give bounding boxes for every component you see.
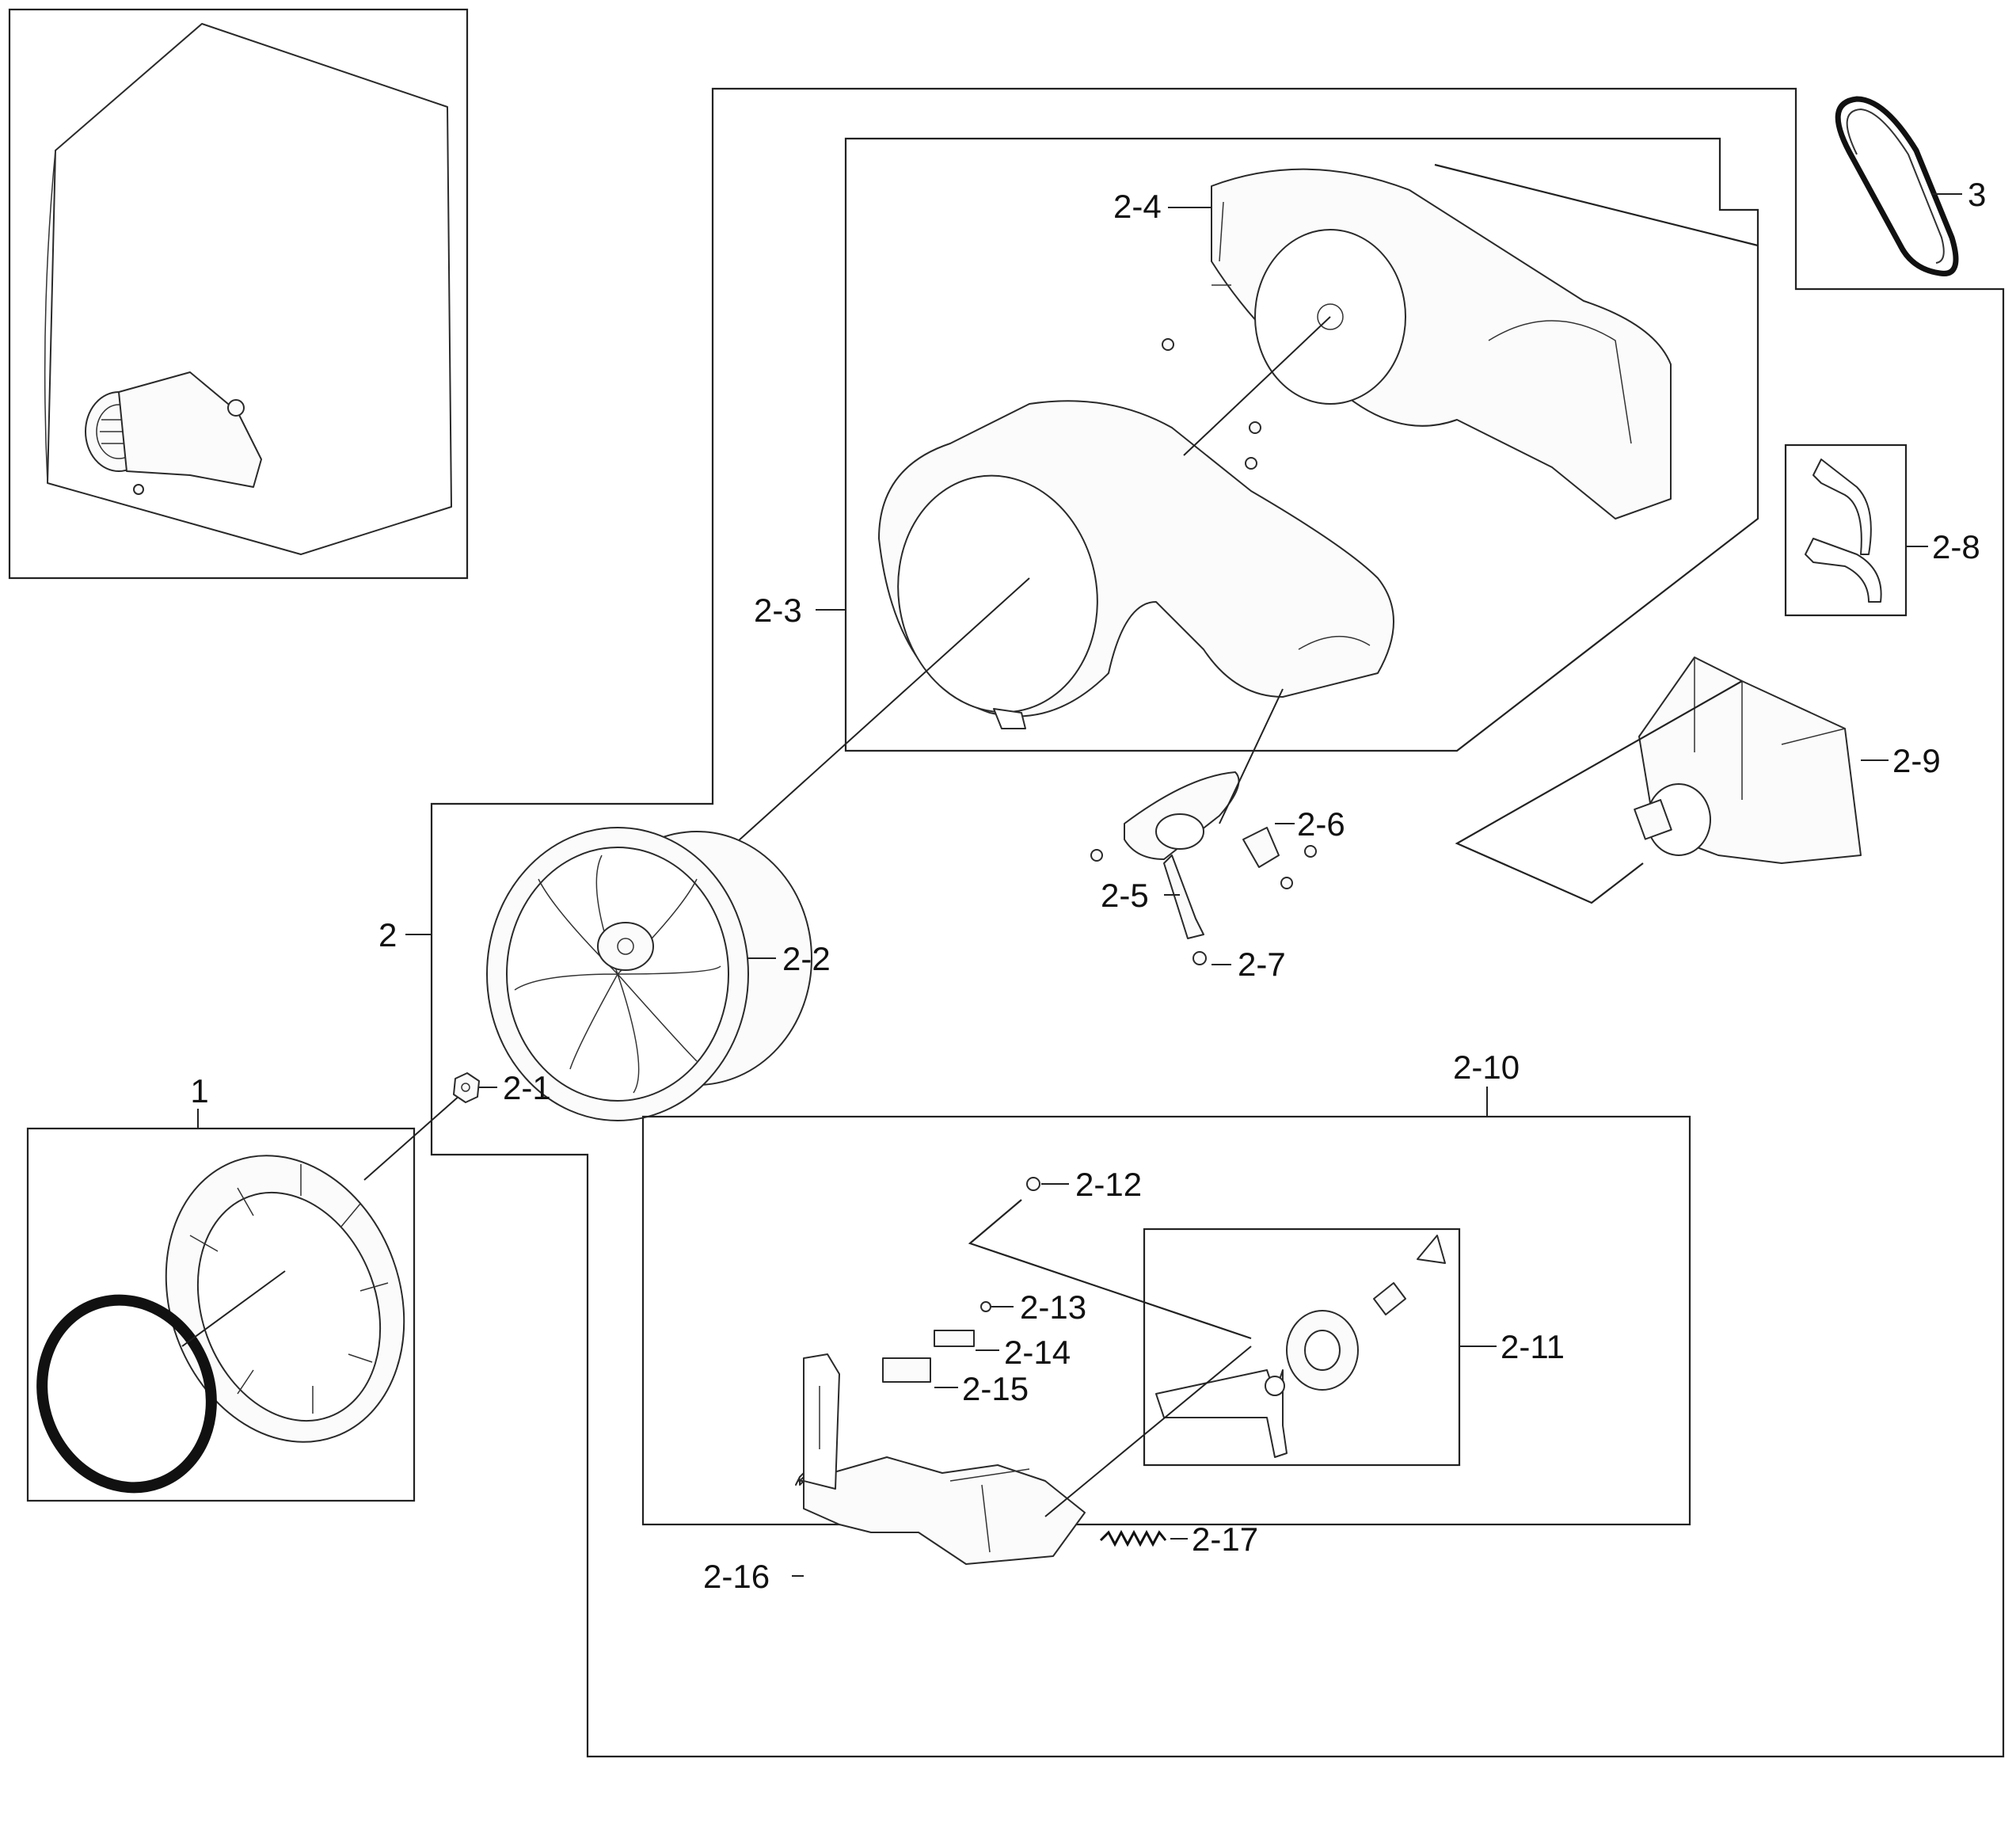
label-2-8: 2-8 <box>1932 528 1980 565</box>
part-2-12-screw <box>1026 1177 1040 1191</box>
part-2-15-switch <box>882 1357 931 1383</box>
front-housing <box>878 400 1394 729</box>
label-2-7: 2-7 <box>1238 946 1286 983</box>
label-2-1: 2-1 <box>503 1069 551 1106</box>
label-2-9: 2-9 <box>1892 742 1941 779</box>
label-2-6: 2-6 <box>1297 805 1345 843</box>
part-labels: 1 2 2-1 2-2 2-3 2-4 2-5 2-6 2-7 2-8 2-9 … <box>190 176 1986 1595</box>
part-2-8-group <box>1784 443 1928 617</box>
label-3: 3 <box>1968 176 1986 213</box>
overview-inset <box>8 8 469 580</box>
label-2-10: 2-10 <box>1453 1049 1520 1086</box>
gasket-ring <box>36 1294 217 1494</box>
label-2-17: 2-17 <box>1192 1521 1258 1558</box>
screw-icon <box>1162 338 1261 470</box>
part-2-11-group <box>1143 1228 1497 1467</box>
part-2-16-bracket <box>795 1353 1086 1565</box>
part-2-13-screw <box>980 1301 991 1312</box>
label-2-2: 2-2 <box>782 940 831 977</box>
part-2-assembly-outline <box>430 87 2005 1758</box>
part-2-3-group <box>704 137 1759 872</box>
part-1-group <box>26 1088 468 1502</box>
label-2-13: 2-13 <box>1020 1288 1086 1326</box>
part-3-belt <box>1835 96 1962 276</box>
label-1: 1 <box>190 1072 208 1110</box>
overview-blower-icon <box>85 371 262 495</box>
label-2-11: 2-11 <box>1501 1328 1565 1365</box>
part-2-5-2-6-2-7-group <box>1090 688 1317 965</box>
rear-housing <box>1162 168 1672 520</box>
part-2-17-spring <box>1099 1529 1188 1547</box>
part-2-9-motor <box>1455 657 1889 904</box>
part-2-14-switch <box>934 1330 975 1347</box>
label-2-15: 2-15 <box>962 1370 1029 1407</box>
label-2: 2 <box>378 916 397 953</box>
label-2-3: 2-3 <box>754 592 802 629</box>
part-2-1-nut <box>453 1072 497 1103</box>
label-2-14: 2-14 <box>1004 1334 1071 1371</box>
label-2-5: 2-5 <box>1101 877 1149 914</box>
label-2-16: 2-16 <box>703 1558 770 1595</box>
housing-ring <box>165 1155 405 1443</box>
part-2-10-group <box>641 1087 1691 1577</box>
part-2-2-blower-wheel <box>486 827 812 1121</box>
label-2-12: 2-12 <box>1075 1166 1142 1203</box>
label-2-4: 2-4 <box>1113 188 1162 225</box>
